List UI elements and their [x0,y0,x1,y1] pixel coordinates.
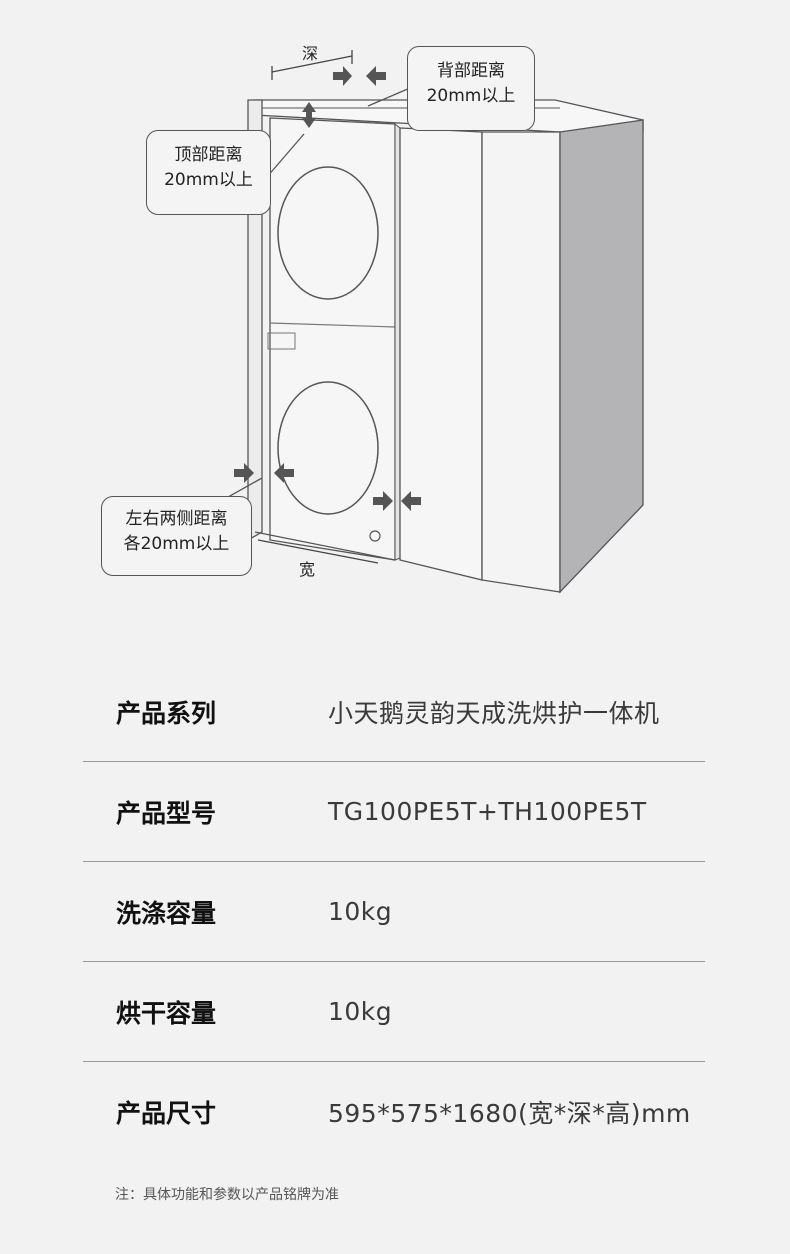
spec-row-dry-capacity: 烘干容量 10kg [83,962,705,1062]
spec-value: 10kg [328,897,393,926]
spec-label: 产品型号 [116,798,217,828]
back-clearance-callout: 背部距离 20mm以上 [407,46,535,131]
spec-label: 烘干容量 [116,998,217,1028]
spec-label: 产品系列 [116,698,217,728]
spec-value: TG100PE5T+TH100PE5T [328,797,647,826]
top-clearance-callout: 顶部距离 20mm以上 [146,130,271,215]
back-clearance-line1: 背部距离 [437,61,505,81]
top-clearance-line1: 顶部距离 [174,145,243,165]
installation-diagram [204,50,644,594]
spec-row-series: 产品系列 小天鹅灵韵天成洗烘护一体机 [83,662,705,762]
back-clearance-line2: 20mm以上 [426,86,516,106]
spec-label: 产品尺寸 [116,1099,217,1128]
width-label: 宽 [299,560,316,579]
spec-table: 产品系列 小天鹅灵韵天成洗烘护一体机 产品型号 TG100PE5T+TH100P… [83,662,705,1162]
spec-label: 洗涤容量 [116,898,217,928]
spec-value: 595*575*1680(宽*深*高)mm [328,1099,691,1128]
footnote: 注：具体功能和参数以产品铭牌为准 [115,1187,339,1203]
spec-row-wash-capacity: 洗涤容量 10kg [83,862,705,962]
top-clearance-line2: 20mm以上 [164,170,253,190]
spec-row-model: 产品型号 TG100PE5T+TH100PE5T [83,762,705,862]
spec-row-dimensions: 产品尺寸 595*575*1680(宽*深*高)mm [83,1062,705,1162]
spec-value: 10kg [328,997,393,1026]
side-clearance-line2: 各20mm以上 [123,534,230,554]
side-clearance-line1: 左右两侧距离 [125,509,228,529]
depth-label: 深 [302,44,319,63]
spec-value: 小天鹅灵韵天成洗烘护一体机 [328,698,660,728]
side-clearance-callout: 左右两侧距离 各20mm以上 [101,496,252,576]
